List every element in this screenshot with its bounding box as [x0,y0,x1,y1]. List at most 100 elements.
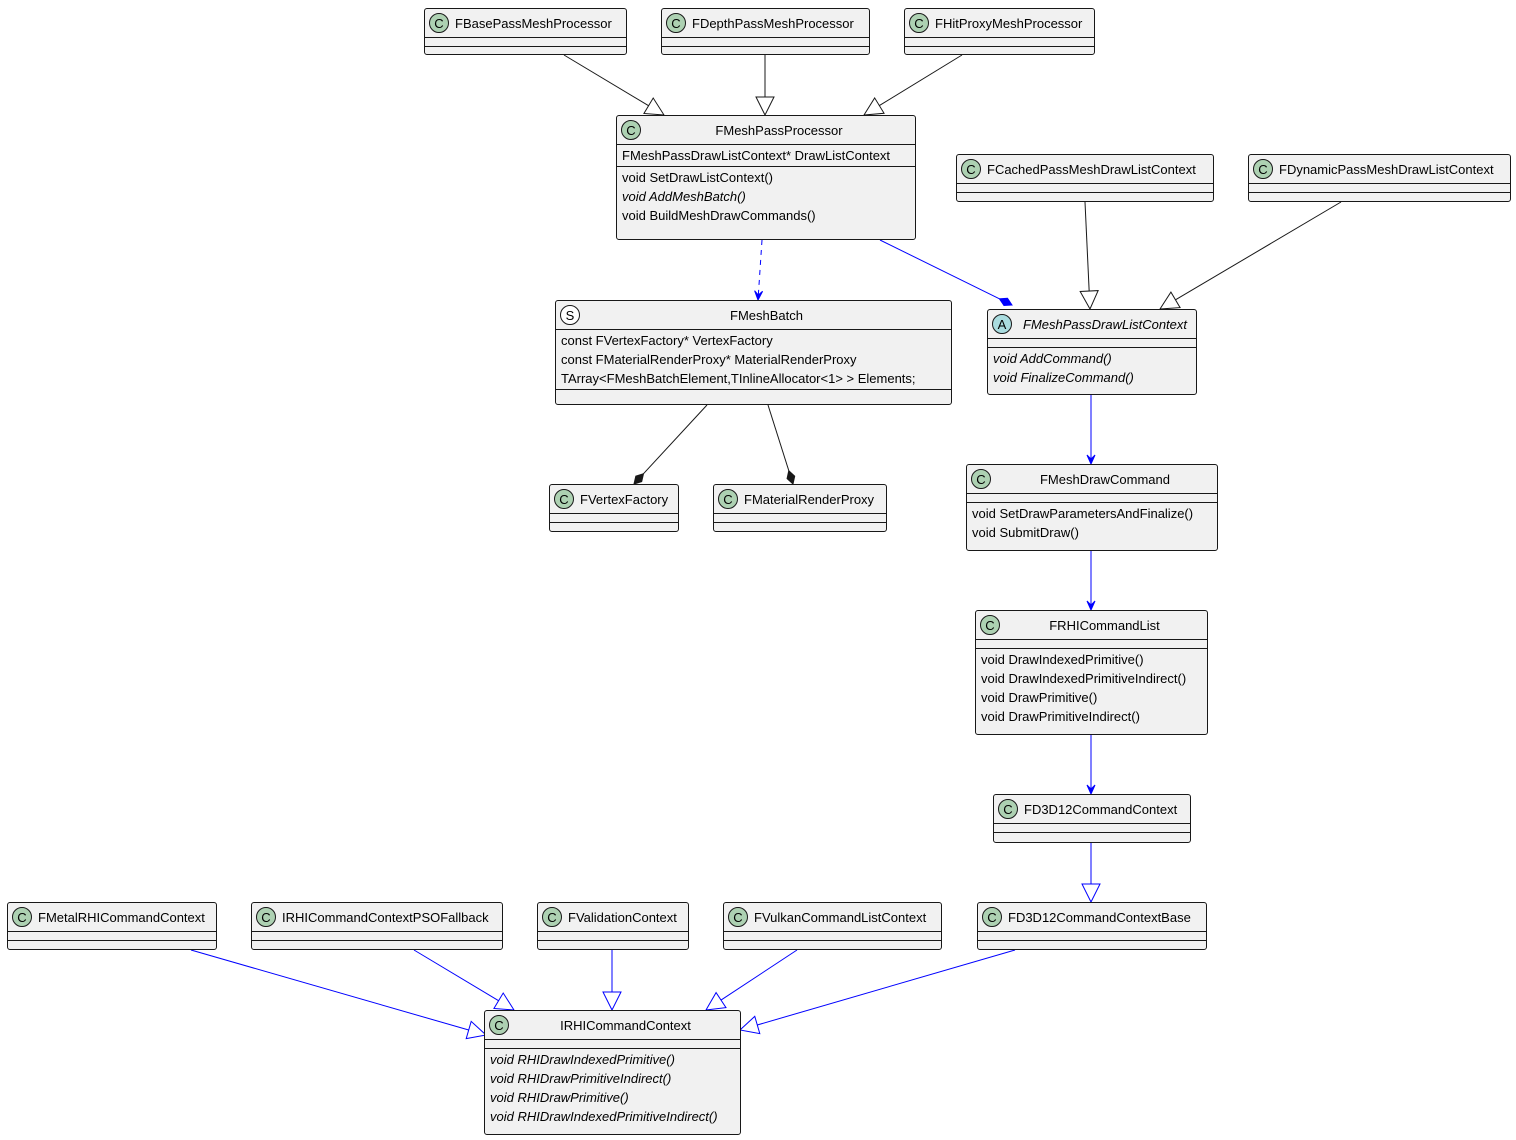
attributes-section [724,931,941,940]
method: void SubmitDraw() [972,525,1079,540]
stereotype-class-icon: C [909,13,929,33]
relation-inheritance-fd3d12commandcontextbase-to-irhicommandcontext [738,949,1016,1035]
relation-composition-fmeshbatch-to-fmaterialrenderproxy [767,404,796,485]
relation-inheritance-fvalidationcontext-to-irhicommandcontext [602,950,622,1012]
relation-line [879,54,963,107]
stereotype-class-icon: C [256,907,276,927]
attributes-section [538,931,688,940]
relation-line [767,404,790,471]
relation-inheritance-fbasepassmeshprocessor-to-fmeshpassprocessor [563,54,665,116]
attributes-section [967,493,1217,502]
class-name: FDynamicPassMeshDrawListContext [1279,161,1494,177]
class-name: FMaterialRenderProxy [744,491,875,507]
attributes-section [988,338,1196,347]
relation-arrowhead [493,992,515,1011]
relation-line [413,949,499,1002]
attribute: TArray<FMeshBatchElement,TInlineAllocato… [561,371,916,386]
class-fmetalrhicommandcontext[interactable]: C FMetalRHICommandContext [7,902,217,950]
stereotype-class-icon: C [971,469,991,489]
attributes-section [994,823,1190,832]
relation-arrowhead [754,290,764,302]
relation-line [563,54,649,107]
methods-section [550,522,678,531]
class-name: FMetalRHICommandContext [38,909,205,925]
attributes-section [714,513,886,522]
method: void AddMeshBatch() [622,189,746,204]
methods-section [714,522,886,531]
method: void RHIDrawPrimitive() [490,1090,629,1105]
methods-section [994,832,1190,841]
relation-inheritance-fhitproxymeshprocessor-to-fmeshpassprocessor [863,54,963,116]
class-fhitproxymeshprocessor[interactable]: C FHitProxyMeshProcessor [904,8,1095,55]
methods-section: void SetDrawListContext()void AddMeshBat… [617,166,915,226]
class-fvertexfactory[interactable]: C FVertexFactory [549,484,679,532]
attributes-section [425,37,626,46]
stereotype-class-icon: C [554,489,574,509]
methods-section: void RHIDrawIndexedPrimitive()void RHIDr… [485,1048,740,1127]
methods-section [1249,192,1510,201]
methods-section [8,940,216,949]
class-name: FMeshPassProcessor [715,122,843,138]
methods-section [252,940,502,949]
stereotype-class-icon: C [542,907,562,927]
relation-arrowhead [998,297,1013,307]
relation-inheritance-fcachedpassmeshdrawlistcontext-to-fmeshpassdrawlistcontext [1079,201,1099,311]
method: void FinalizeCommand() [993,370,1134,385]
attributes-section [252,931,502,940]
methods-section [724,940,941,949]
attributes-section [957,183,1213,192]
stereotype-class-icon: C [728,907,748,927]
relation-inheritance-fdynamicpassmeshdrawlistcontext-to-fmeshpassdrawlistcontext [1159,201,1342,310]
relation-inheritance-irhicommandcontextpsofallback-to-irhicommandcontext [413,949,515,1011]
class-name: FVertexFactory [580,491,669,507]
stereotype-class-icon: C [429,13,449,33]
class-fbasepassmeshprocessor[interactable]: C FBasePassMeshProcessor [424,8,627,55]
stereotype-class-icon: C [12,907,32,927]
attributes-section: FMeshPassDrawListContext* DrawListContex… [617,144,915,166]
relation-arrowhead [643,97,665,116]
relation-inheritance-fvulkancommandlistcontext-to-irhicommandcontext [705,949,798,1011]
class-name: FHitProxyMeshProcessor [935,15,1083,31]
relation-association-frhicommandlist-to-fd3d12commandcontext [1086,735,1096,796]
class-name: FD3D12CommandContextBase [1008,909,1191,925]
methods-section [662,46,869,55]
class-name: FVulkanCommandListContext [754,909,927,925]
relation-inheritance-fmetalrhicommandcontext-to-irhicommandcontext [190,949,488,1040]
attribute: const FMaterialRenderProxy* MaterialRend… [561,352,857,367]
methods-section: void SetDrawParametersAndFinalize()void … [967,502,1217,543]
relation-inheritance-fdepthpassmeshprocessor-to-fmeshpassprocessor [755,55,775,117]
relation-dependency-fmeshpassprocessor-to-fmeshbatch [754,239,764,302]
relation-line [757,949,1016,1026]
class-fvulkancommandlistcontext[interactable]: C FVulkanCommandListContext [723,902,942,950]
attributes-section [550,513,678,522]
relation-composition-fmeshbatch-to-fvertexfactory [633,404,708,485]
relation-arrowhead [705,991,727,1011]
method: void DrawIndexedPrimitive() [981,652,1144,667]
relation-arrowhead [465,1020,488,1040]
class-name: FBasePassMeshProcessor [455,15,612,31]
class-header: C FVulkanCommandListContext [724,903,941,931]
